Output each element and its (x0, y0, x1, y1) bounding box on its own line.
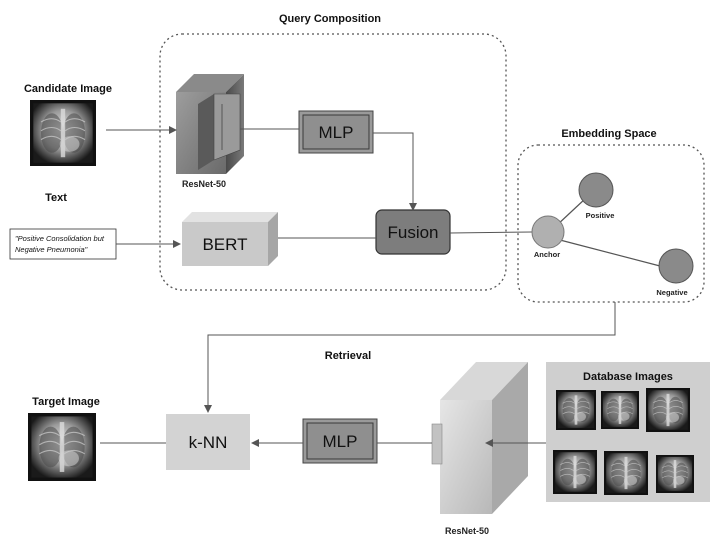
mlp-bottom-label: MLP (323, 432, 358, 451)
text-query-box (9, 228, 117, 260)
fusion-label: Fusion (387, 223, 438, 242)
query-composition-region (159, 33, 507, 291)
bert-label: BERT (202, 235, 247, 254)
text-label: Text (45, 192, 67, 204)
embedding-space-title: Embedding Space (561, 128, 656, 140)
database-images-label: Database Images (583, 371, 673, 383)
target-image-label: Target Image (32, 396, 100, 408)
text-query-line-1: "Positive Consolidation but (15, 234, 105, 243)
embedding-space-region (517, 144, 705, 303)
negative-node (658, 248, 694, 284)
embedding-to-knn-arrow (204, 302, 616, 413)
query-composition-title: Query Composition (279, 13, 381, 25)
candidate-image-label: Candidate Image (24, 83, 112, 95)
anchor-label: Anchor (534, 250, 560, 259)
mlp-top-label: MLP (319, 123, 354, 142)
db-xray-icon (604, 450, 648, 496)
resnet-bottom-label: ResNet-50 (445, 526, 489, 536)
anchor-positive-link (555, 197, 587, 227)
mlp-to-fusion-arrow (373, 132, 417, 211)
bert-box (182, 212, 278, 266)
db-xray-icon (655, 455, 695, 493)
retrieval-label: Retrieval (325, 350, 371, 362)
anchor-node (531, 215, 565, 249)
candidate-xray-icon (29, 100, 97, 166)
target-xray-icon (27, 413, 97, 481)
resnet-bottom-icon (431, 362, 528, 514)
db-xray-icon (601, 390, 639, 430)
knn-label: k-NN (189, 433, 228, 452)
text-query-line-2: Negative Pneumonia" (15, 245, 88, 254)
anchor-negative-link (559, 239, 661, 267)
resnet-top-label: ResNet-50 (182, 179, 226, 189)
db-xray-icon (556, 389, 596, 431)
negative-label: Negative (656, 288, 687, 297)
fusion-to-anchor-line (449, 231, 533, 234)
positive-label: Positive (586, 211, 615, 220)
db-xray-icon (646, 388, 690, 432)
resnet-top-icon (176, 74, 244, 174)
knn-box (166, 414, 250, 470)
db-xray-icon (553, 450, 597, 494)
positive-node (578, 172, 614, 208)
